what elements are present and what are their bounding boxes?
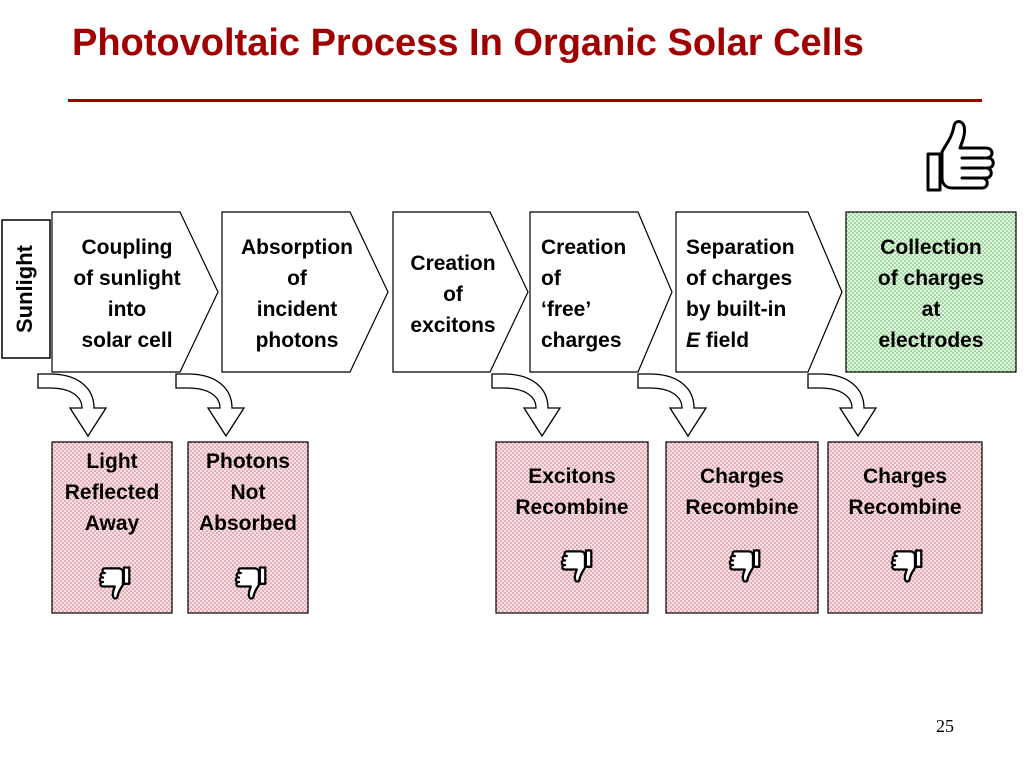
- step-coupling-shape: [51, 211, 219, 373]
- thumbs-down-icon: [890, 549, 923, 583]
- step-absorption-text: Absorption of incident photons: [241, 236, 353, 352]
- title-underline: [68, 99, 982, 102]
- thumbs-down-icon: [728, 549, 761, 583]
- loss-box-excitons: [495, 441, 649, 614]
- loss-arrow-2: [175, 373, 246, 438]
- loss-arrow-4: [637, 373, 708, 438]
- step-collection-text: Collection of charges at electrodes: [877, 236, 985, 352]
- page-number: 25: [936, 716, 954, 736]
- loss-box-charges-1: [665, 441, 819, 614]
- step-coupling-text: Coupling of sunlight into solar cell: [73, 236, 181, 352]
- sunlight-label: Sunlight: [0, 220, 50, 358]
- loss-excitons-text: Excitons Recombine: [515, 465, 629, 519]
- step-separation-shape: [675, 211, 843, 373]
- loss-reflected-text: Light Reflected Away: [64, 450, 160, 535]
- step-absorption-shape: [221, 211, 389, 373]
- loss-arrow-1: [37, 373, 108, 438]
- thumbs-down-icon: [98, 566, 131, 600]
- step-separation-text: Separation of charges by built-in E fiel…: [686, 236, 795, 352]
- thumbs-up-icon: [926, 120, 995, 192]
- loss-not-absorbed-text: Photons Not Absorbed: [198, 450, 297, 535]
- loss-charges-2-text: Charges Recombine: [848, 465, 962, 519]
- thumbs-down-icon: [560, 549, 593, 583]
- step-free-charges-text: Creation of ‘free’ charges: [541, 236, 627, 352]
- e-field-symbol: E: [686, 329, 701, 352]
- thumbs-down-icon: [234, 566, 267, 600]
- loss-charges-1-text: Charges Recombine: [685, 465, 799, 519]
- step-free-charges-shape: [529, 211, 673, 373]
- step-excitons-text: Creation of excitons: [410, 252, 496, 337]
- step-collection-shape: [845, 211, 1017, 373]
- slide-title: Photovoltaic Process In Organic Solar Ce…: [72, 22, 864, 64]
- sunlight-label-text: Sunlight: [12, 245, 38, 333]
- loss-arrow-3: [491, 373, 562, 438]
- loss-arrow-5: [807, 373, 878, 438]
- step-excitons-shape: [392, 211, 529, 373]
- sunlight-box: [1, 219, 51, 359]
- loss-box-charges-2: [827, 441, 983, 614]
